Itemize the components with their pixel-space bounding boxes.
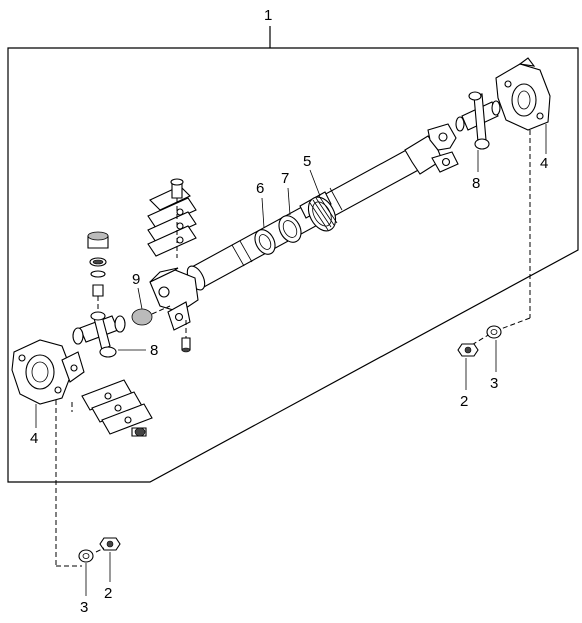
callout-5: 5 [303,153,311,170]
callout-8-right: 8 [472,175,480,192]
part-6-seal [254,229,276,255]
flange-yoke-left [149,267,199,331]
washer-right [486,325,502,339]
shim-plates-upper [147,178,197,258]
slip-yoke-right [404,123,459,175]
callout-6: 6 [256,180,264,197]
bracket-right [495,57,551,131]
callout-4-right: 4 [540,155,548,172]
ujoint-cross-left [72,311,126,358]
bolt-small-lower [181,320,191,353]
callout-4-left: 4 [30,430,38,447]
bolt-lower [131,427,147,437]
grease-fitting-stack [87,231,109,318]
callout-3-right: 3 [490,375,498,392]
nut-bottom [99,537,121,551]
callout-3-bottom: 3 [80,599,88,616]
part-5-sleeve [307,195,338,232]
callout-7: 7 [281,170,289,187]
callout-8-left: 8 [150,342,158,359]
shim-plates-lower [81,379,153,435]
part-9-cap [131,308,153,326]
callout-9: 9 [132,271,140,288]
part-7-ring [278,215,302,243]
bracket-left [11,339,85,405]
assembly-frame [7,47,579,483]
nut-right [457,343,479,357]
callout-2-bottom: 2 [104,585,112,602]
callout-1: 1 [264,7,272,24]
callout-2-right: 2 [460,393,468,410]
ujoint-cross-right [455,91,501,150]
washer-bottom [78,549,94,563]
